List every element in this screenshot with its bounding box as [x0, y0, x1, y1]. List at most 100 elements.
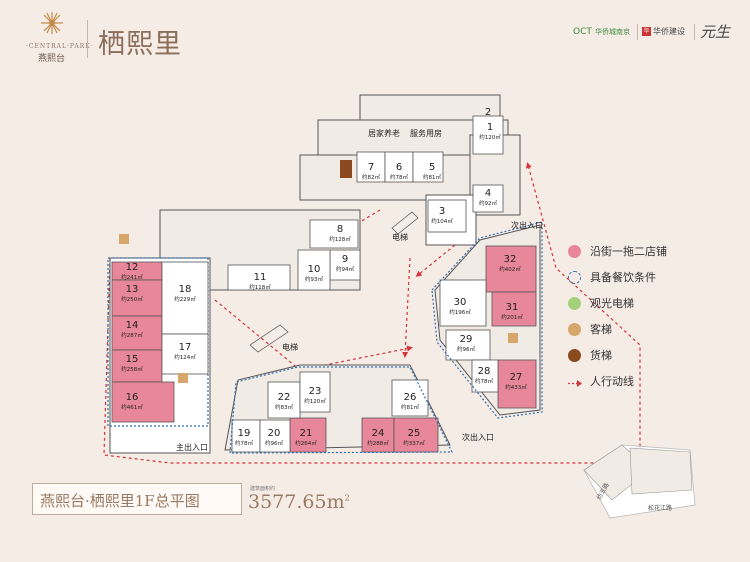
room-area-18: 约229㎡ [174, 295, 196, 303]
legend-label: 沿街一拖二店铺 [590, 245, 667, 258]
room-area-27: 约433㎡ [505, 383, 527, 391]
room-number-17: 17 [179, 342, 192, 353]
area-unit: 2 [344, 493, 350, 503]
legend-swatch [568, 270, 581, 284]
room-area-7: 约82㎡ [362, 173, 380, 181]
room-number-21: 21 [300, 428, 313, 439]
legend-label: 客梯 [590, 323, 612, 336]
east-white-shops [439, 279, 499, 393]
room-area-31: 约201㎡ [501, 313, 523, 321]
legend-label: 观光电梯 [590, 297, 634, 310]
passenger-elevator-icon [119, 234, 518, 383]
brand-name: 栖熙里 [98, 29, 182, 60]
room-area-25: 约337㎡ [403, 439, 425, 447]
room-number-13: 13 [126, 284, 139, 295]
catering-zone-east [431, 221, 543, 419]
brand-suffix: LI [156, 33, 163, 39]
room-number-32: 32 [504, 254, 517, 265]
room-area-29: 约96㎡ [457, 345, 475, 353]
legend-label: 货梯 [590, 349, 612, 362]
room-number-22: 22 [278, 392, 291, 403]
room-area-14: 约287㎡ [121, 331, 143, 339]
oct-cn-text: 华侨城南京 [595, 28, 631, 36]
legend-item: 人行动线 [568, 368, 667, 394]
room-area-30: 约196㎡ [449, 308, 471, 316]
room-number-8: 8 [337, 224, 343, 235]
logo-chinese: 燕熙台 [38, 54, 66, 64]
room-area-1: 约120㎡ [479, 133, 501, 141]
room-area-21: 约264㎡ [295, 439, 317, 447]
room-labels: 1约120㎡23约104㎡4约92㎡5约81㎡6约78㎡7约82㎡8约128㎡9… [121, 107, 527, 447]
elevator-label: 电梯 [282, 342, 298, 352]
legend-swatch [568, 244, 581, 258]
room-number-9: 9 [342, 254, 348, 265]
room-number-31: 31 [506, 302, 519, 313]
room-number-29: 29 [460, 334, 473, 345]
partner-huaqiao-logo: 华华侨建设 [642, 26, 685, 37]
oct-text: OCT [573, 27, 592, 37]
room-number-7: 7 [368, 162, 374, 173]
west-white-shops [161, 261, 209, 375]
legend-item: 客梯 [568, 316, 667, 342]
room-number-28: 28 [478, 366, 491, 377]
legend-swatch [568, 322, 581, 336]
room-area-32: 约402㎡ [499, 265, 521, 273]
room-area-6: 约78㎡ [390, 173, 408, 181]
room-area-11: 约118㎡ [249, 283, 271, 291]
room-number-18: 18 [179, 284, 192, 295]
room-number-6: 6 [396, 162, 402, 173]
room-number-20: 20 [268, 428, 281, 439]
room-number-30: 30 [454, 297, 467, 308]
room-number-12: 12 [126, 262, 139, 273]
room-number-27: 27 [510, 372, 523, 383]
room-area-28: 约78㎡ [475, 377, 493, 385]
room-number-25: 25 [408, 428, 421, 439]
legend: 沿街一拖二店铺具备餐饮条件观光电梯客梯货梯人行动线 [568, 238, 667, 394]
room-area-20: 约96㎡ [265, 439, 283, 447]
room-number-14: 14 [126, 320, 139, 331]
area-label: 建筑面积约 [250, 486, 276, 492]
room-area-3: 约104㎡ [431, 217, 453, 225]
room-number-24: 24 [372, 428, 385, 439]
legend-label: 具备餐饮条件 [590, 271, 656, 284]
partner-oct-logo: OCT 华侨城南京 [573, 27, 630, 37]
care-label: 居家养老 [368, 128, 400, 138]
area-value: 3577.65m2 [248, 491, 350, 513]
room-area-12: 约241㎡ [121, 273, 143, 281]
legend-item: 沿街一拖二店铺 [568, 238, 667, 264]
room-area-9: 约94㎡ [336, 265, 354, 273]
room-number-1: 1 [487, 122, 493, 133]
room-number-19: 19 [238, 428, 251, 439]
site-locator-map: 纺五路 松花江路 [583, 444, 696, 519]
title-box [32, 483, 242, 515]
room-area-23: 约120㎡ [304, 397, 326, 405]
main-entrance-label: 主出入口 [176, 442, 208, 452]
room-area-10: 约93㎡ [305, 275, 323, 283]
south-white-shops [231, 371, 429, 453]
service-label: 服务用房 [410, 128, 442, 138]
legend-swatch [568, 296, 581, 310]
room-number-2: 2 [485, 107, 491, 118]
legend-item: 具备餐饮条件 [568, 264, 667, 290]
legend-item: 观光电梯 [568, 290, 667, 316]
room-area-4: 约92㎡ [479, 199, 497, 207]
partner-divider [637, 24, 638, 40]
legend-swatch [568, 348, 581, 362]
south-red-shops [289, 417, 439, 453]
room-number-3: 3 [439, 206, 445, 217]
room-number-23: 23 [309, 386, 322, 397]
area-number: 3577.65m [248, 491, 345, 513]
east-red-shops [485, 245, 537, 409]
header-divider [87, 20, 88, 58]
partner-divider [694, 24, 695, 40]
room-area-15: 约258㎡ [121, 365, 143, 373]
huaqiao-text: 华侨建设 [653, 27, 685, 36]
logo-english: ·CENTRAL·PARK· [26, 43, 94, 50]
room-number-4: 4 [485, 188, 491, 199]
arrow-icon [568, 375, 582, 388]
room-number-15: 15 [126, 354, 139, 365]
huaqiao-icon: 华 [642, 27, 651, 36]
header: ·CENTRAL·PARK· 燕熙台 栖熙里 LI OCT 华侨城南京 华华侨建… [0, 0, 750, 70]
room-area-17: 约124㎡ [174, 353, 196, 361]
